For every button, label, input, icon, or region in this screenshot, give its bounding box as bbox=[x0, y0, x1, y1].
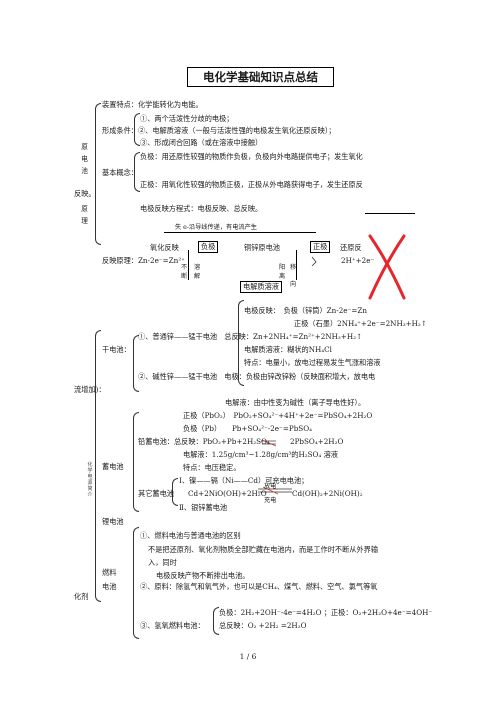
text-tedian-1: 特点：电量小，放电过程易发生气涨和溶液 bbox=[244, 358, 381, 367]
top-line bbox=[164, 232, 316, 233]
text-ranliao-2: 不是把还原剂、氧化剂物质全部贮藏在电池内，而是工作时不断从外界输 bbox=[148, 545, 379, 554]
small-rong: 溶 bbox=[194, 264, 201, 271]
text-fangchengshi: 电极反映方程式：电极反映、总反映。 bbox=[140, 204, 263, 213]
page-footer: 1 / 6 bbox=[239, 652, 257, 661]
red-x-stroke-2 bbox=[368, 234, 406, 300]
text-tongxin: 铜锌原电池 bbox=[244, 243, 280, 252]
text-dianchi-label: 电池 bbox=[102, 582, 117, 591]
brace-huadian bbox=[95, 330, 101, 602]
text-qita: 其它蓄电池 bbox=[138, 489, 174, 498]
small-yi: 移 bbox=[290, 264, 297, 271]
brace-xuchi bbox=[133, 412, 139, 512]
text-zhuangzhi: 装置特点：化学能转化为电能。 bbox=[102, 100, 203, 109]
text-tedian-2: 特点：电压稳定。 bbox=[183, 463, 241, 472]
text-nige: Ⅰ、镍——镉（Ni——Cd）可充电电池； bbox=[179, 476, 309, 485]
text-fuji-pb: 负极（Pb） Pb+SO₄²⁻-2e⁻=PbSO₄ bbox=[183, 424, 313, 433]
text-jiben: 基本概念： bbox=[102, 168, 138, 177]
small-bu: 不 bbox=[181, 264, 188, 271]
label-yuanli: 原理 bbox=[81, 205, 88, 225]
text-ganchi: 干电池： bbox=[102, 345, 131, 354]
brace-qitaxu bbox=[172, 478, 178, 506]
text-tiaojian-1: ①、两个活泼性分歧的电极； bbox=[140, 114, 234, 123]
text-qingyang-zong: 总反映：O₂ +2H₂ =2H₂O bbox=[219, 621, 307, 630]
text-ranliao-1: ①、燃料电池与普通电池的区别 bbox=[140, 531, 241, 540]
text-cd-right: Cd(OH)₂+2Ni(OH)₂ bbox=[292, 489, 363, 498]
text-fuji-def: 负极：用还原性较强的物质作负极，负极向外电路提供电子；发生氧化 bbox=[140, 152, 363, 161]
brace-dianji bbox=[238, 300, 244, 386]
text-yuanliao: ②、原料：除氢气和氧气外，也可以是CH₄、煤气、燃料、空气、氯气等氧 bbox=[140, 582, 378, 591]
text-zhengji-shimo: 正极（石墨）2NH₄⁺+2e⁻=2NH₃+H₂↑ bbox=[294, 319, 427, 328]
left-vert-line bbox=[188, 250, 189, 280]
text-cd-left: Cd+2NiO(OH)+2H₂O bbox=[188, 489, 267, 498]
text-ranliao-4: 电极反映产物不断排出电池。 bbox=[156, 571, 250, 580]
label-fanying: 反映。 bbox=[74, 189, 96, 198]
small-xiang: 向 bbox=[290, 281, 297, 288]
text-fanying-yuanli: 反映原理：Zn-2e⁻=Zn²⁺ bbox=[102, 256, 185, 265]
text-qingyang: ③、氢氧燃料电池： bbox=[140, 621, 205, 630]
text-2pbso4: 2PbSO₄+2H₂O bbox=[290, 437, 344, 446]
text-xudianchi: 蓄电池 bbox=[102, 462, 124, 471]
brace-ranliao bbox=[133, 527, 139, 639]
text-lidianchi: 锂电池 bbox=[102, 517, 124, 526]
brace-qingyang bbox=[213, 607, 219, 635]
text-2h: 2H⁺+2e⁻ bbox=[341, 256, 375, 265]
text-zhengji-pbo2: 正极（PbO₂） PbO₂+SO₄²⁻+4H⁺+2e⁻=PbSO₄+2H₂O bbox=[183, 411, 373, 420]
brace-xingcheng bbox=[134, 113, 140, 146]
small-jie: 解 bbox=[194, 273, 201, 280]
text-qingyang-fuji: 负极：2H₂+2OH⁻-4e⁻=4H₂O ；正极：O₂+2H₂O+4e⁻=4OH… bbox=[219, 608, 433, 617]
right-vert-line bbox=[296, 250, 297, 280]
text-dianjieye-2: 电解液：1.25g/cm³~1.28g/cm³的H₂SO₄ 溶液 bbox=[183, 450, 338, 459]
ni-strike bbox=[262, 486, 279, 495]
box-fuji: 负极 bbox=[198, 241, 219, 253]
text-huanyuan: 还原反 bbox=[340, 243, 362, 252]
text-ranliao-label: 燃料 bbox=[102, 568, 117, 577]
brace-main bbox=[95, 103, 101, 245]
text-zhengji-def: 正极：用氧化性较强的物质正极，正极从外电路获得电子，发生还原反 bbox=[140, 180, 363, 189]
top-right-line bbox=[365, 213, 415, 214]
text-ranliao-3: 入，同时 bbox=[148, 558, 177, 567]
box-zhengji: 正极 bbox=[310, 241, 331, 253]
text-dianjieye-1: 电解液：由中性变为碱性（离子导电性好）。 bbox=[225, 398, 366, 407]
small-fangdian: 放电 bbox=[264, 483, 277, 490]
text-yinxin: Ⅱ、银锌蓄电池 bbox=[179, 503, 228, 512]
label-huaxue-dianyuan: 化学电源简介 bbox=[87, 462, 93, 498]
label-liuzengjia: 流增加)： bbox=[74, 385, 106, 394]
small-chongdian: 充电 bbox=[264, 497, 277, 504]
small-yang: 阳 bbox=[279, 264, 286, 271]
pb-strike bbox=[261, 439, 277, 447]
brace-ganchi bbox=[133, 335, 139, 392]
text-dianji-fanying: 电极反映： 负极（锌筒）Zn-2e⁻=Zn bbox=[244, 306, 367, 315]
label-huadian: 化剂 bbox=[74, 592, 89, 601]
brace-jiben bbox=[134, 152, 140, 192]
small-duan: 断 bbox=[181, 273, 188, 280]
text-shi-e: 失 e-沿导线传递，有电流产生 bbox=[175, 224, 257, 231]
text-qianxu: 铅蓄电池：总反映：PbO₂+Pb+2H₂SO₄ bbox=[138, 437, 270, 446]
text-jianxing: ②、碱性锌——锰干电池 电极：负极由锌改锌粉（反映面积增大，放电电 bbox=[138, 372, 376, 381]
text-putong: ①、普通锌——锰干电池 总反映：Zn+2NH₄⁺=Zn²⁺+2NH₃+H₂↑ bbox=[138, 332, 363, 341]
small-li: 离 bbox=[279, 273, 286, 280]
text-yanghua: 氧化反映 bbox=[150, 243, 179, 252]
box-dianjiezhi: 电解质溶液 bbox=[240, 281, 282, 293]
label-yuandianchi: 原电池 bbox=[81, 143, 88, 175]
bracket-line bbox=[311, 256, 317, 267]
page-title: 电化学基础知识点总结 bbox=[187, 67, 334, 87]
text-tiaojian-2: 形成条件：②、电解质溶液（一般与活泼性强的电极发生氧化还原反映）； bbox=[102, 126, 336, 135]
text-tiaojian-3: ③、形成闭合回路（或在溶液中接触） bbox=[140, 138, 263, 147]
text-dianjie-rongye: 电解质溶液：糊状的NH₄Cl bbox=[244, 345, 332, 354]
